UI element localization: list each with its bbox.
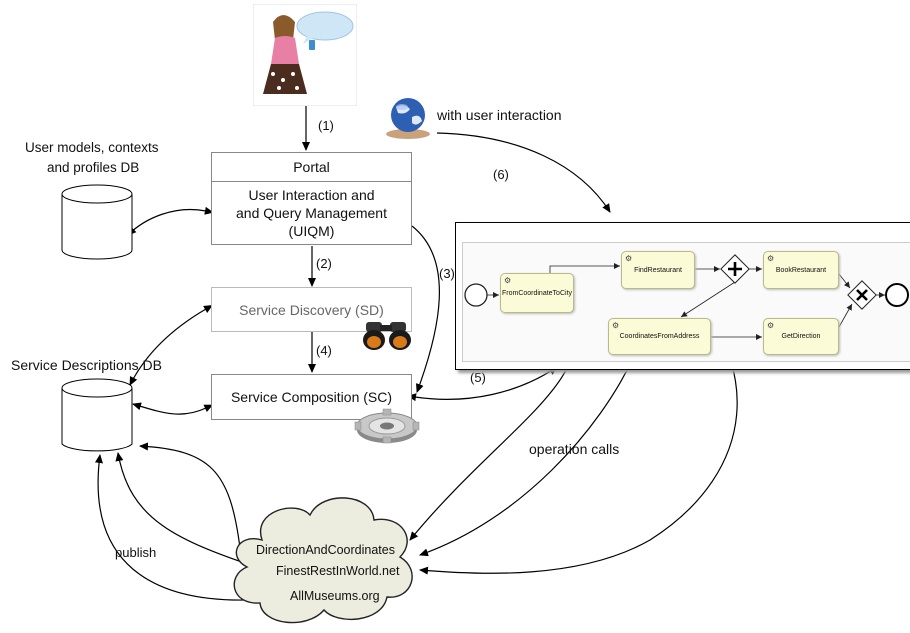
exclusive-gateway [847,280,877,310]
task-gear-icon: ⚙ [625,254,633,263]
cloud-shape [233,497,413,624]
user-db-label-line1: User models, contexts [25,140,159,155]
cloud-service-restaurant: FinestRestInWorld.net [276,564,400,578]
task-label: CoordinatesFromAddress [619,333,700,340]
user-figure [252,3,358,107]
arrow-sd-servicedb [129,304,213,386]
task-find-restaurant: ⚙ FindRestaurant [621,251,695,289]
workflow-connectors [464,254,909,340]
task-from-coordinate-to-city: ⚙ FromCoordinateToCity [500,273,574,313]
portal-label: Portal [293,159,330,175]
step-3-label: (3) [439,266,455,281]
step-1-label: (1) [318,118,334,133]
publish-label: publish [115,545,157,560]
task-label: FindRestaurant [634,266,682,274]
task-gear-icon: ⚙ [767,254,775,263]
arrow-6 [436,132,611,213]
operation-calls-label: operation calls [529,441,620,457]
globe-label: with user interaction [437,107,562,123]
arrow-sc-servicedb [132,402,214,415]
step-4-label: (4) [316,343,332,358]
service-db-cylinder [61,378,133,452]
publish-arrow-1 [139,442,241,549]
arrow-3 [411,225,440,393]
task-label: BookRestaurant [775,266,827,274]
sd-label: Service Discovery (SD) [239,301,384,318]
start-event [464,283,488,307]
gear-icon [354,408,420,444]
uiqm-box: User Interaction and and Query Managemen… [211,181,412,245]
cloud-service-direction: DirectionAndCoordinates [256,543,395,557]
portal-box: Portal [211,152,412,182]
step-2-label: (2) [316,256,332,271]
sc-box: Service Composition (SC) [211,374,412,420]
globe-icon [384,97,438,139]
sc-label: Service Composition (SC) [230,389,393,405]
arrow-5 [407,366,558,402]
uiqm-line2: and Query Management [236,205,387,221]
cloud-service-museums: AllMuseums.org [290,589,380,603]
user-db-label-line2: and profiles DB [47,160,140,175]
parallel-gateway [720,254,750,284]
task-gear-icon: ⚙ [612,321,620,330]
step-6-label: (6) [493,167,509,182]
binoculars-icon [363,322,411,350]
publish-arrow-2 [115,452,266,571]
task-label: GetDirection [781,333,821,340]
service-db-label: Service Descriptions DB [11,357,162,373]
arrow-uiqm-userdb [127,206,214,236]
task-label: FromCoordinateToCity [501,289,573,297]
end-event [885,283,909,307]
task-coordinates-from-address: ⚙ CoordinatesFromAddress [608,318,711,355]
user-db-cylinder [61,184,133,260]
step-5-label: (5) [470,370,486,385]
task-gear-icon: ⚙ [504,276,512,285]
user-figure-icon [252,3,358,107]
task-book-restaurant: ⚙ BookRestaurant [763,251,839,289]
task-get-direction: ⚙ GetDirection [763,318,839,355]
uiqm-line3: (UIQM) [288,223,335,239]
task-gear-icon: ⚙ [767,321,775,330]
uiqm-line1: User Interaction and [248,187,375,203]
publish-arrow-3 [95,454,281,601]
